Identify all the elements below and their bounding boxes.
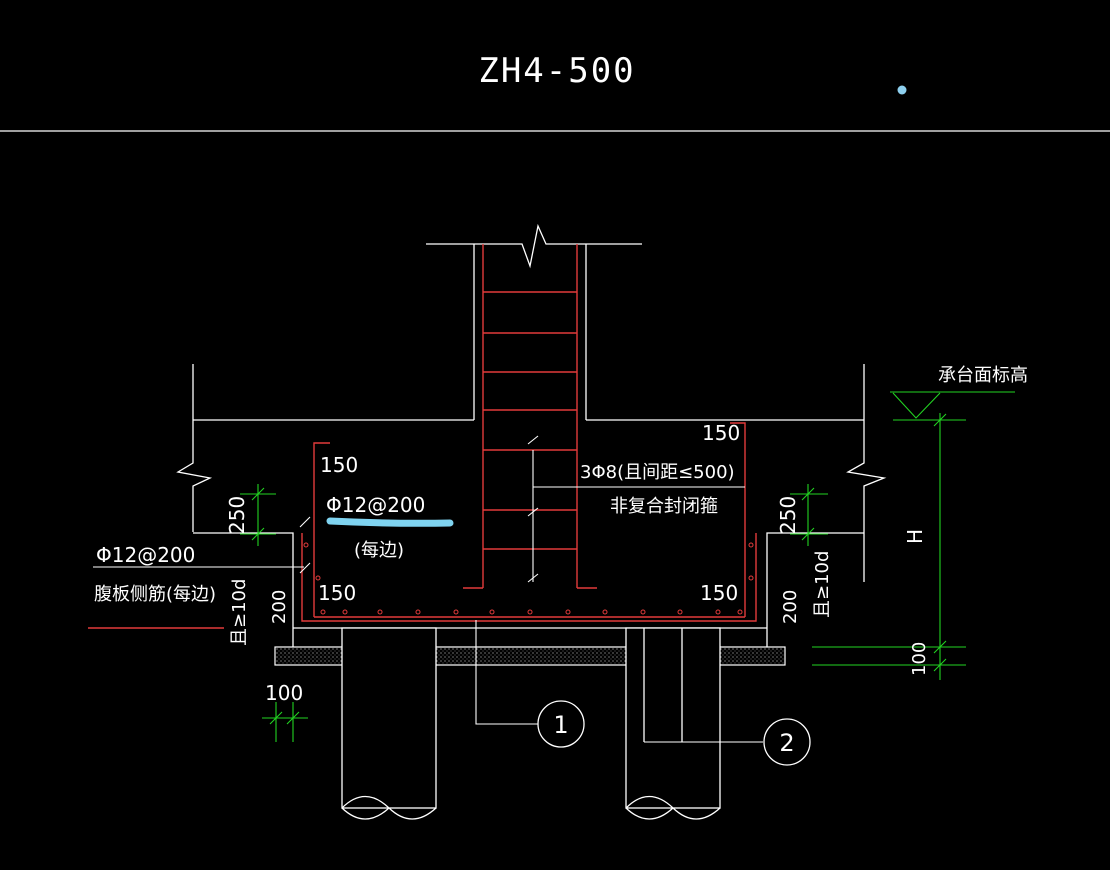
cap-top-elevation-label: 承台面标高 [938,365,1028,386]
anchor-right-label: 且≥10d [812,551,833,618]
dimension-lines [240,391,1015,742]
dim-left-250: 250 [225,496,249,534]
side-bar-note-label: (每边) [354,540,404,561]
leader-lines [93,435,763,743]
dim-bottom-left-150: 150 [318,581,356,605]
rebar [88,244,757,629]
stirrup-note-label: 非复合封闭箍 [610,496,718,517]
callout-1: 1 [537,700,585,748]
anchor-left-label: 且≥10d [229,579,250,646]
svg-text:2: 2 [779,729,794,757]
rebar-dots [303,542,754,615]
dim-top-right-150: 150 [702,421,740,445]
dim-right-200: 200 [780,590,801,624]
dim-right-100: 100 [909,642,930,676]
drawing-title: ZH4-500 [478,51,635,91]
dim-left-200: 200 [269,590,290,624]
title-block: ZH4-500 [0,51,1110,132]
column-break-line [426,223,642,269]
callout-2: 2 [763,718,811,766]
dim-bottom-right-150: 150 [700,581,738,605]
dim-right-250: 250 [776,496,800,534]
dim-bottom-100: 100 [265,681,303,705]
web-bar-spec-label: Φ12@200 [96,543,195,567]
svg-text:1: 1 [553,711,568,739]
pile-cap-outline [176,223,887,647]
height-symbol: H [903,529,927,544]
side-bar-spec-label: Φ12@200 [326,493,425,517]
web-bar-note-label: 腹板侧筋(每边) [94,584,216,605]
piles [341,627,721,820]
labels: 承台面标高 3Φ8(且间距≤500) 非复合封闭箍 Φ12@200 (每边) Φ… [94,365,1028,705]
highlight-stroke [326,517,454,527]
stirrup-spec-label: 3Φ8(且间距≤500) [580,462,735,483]
cursor-dot [897,85,907,95]
dim-top-left-150: 150 [320,453,358,477]
